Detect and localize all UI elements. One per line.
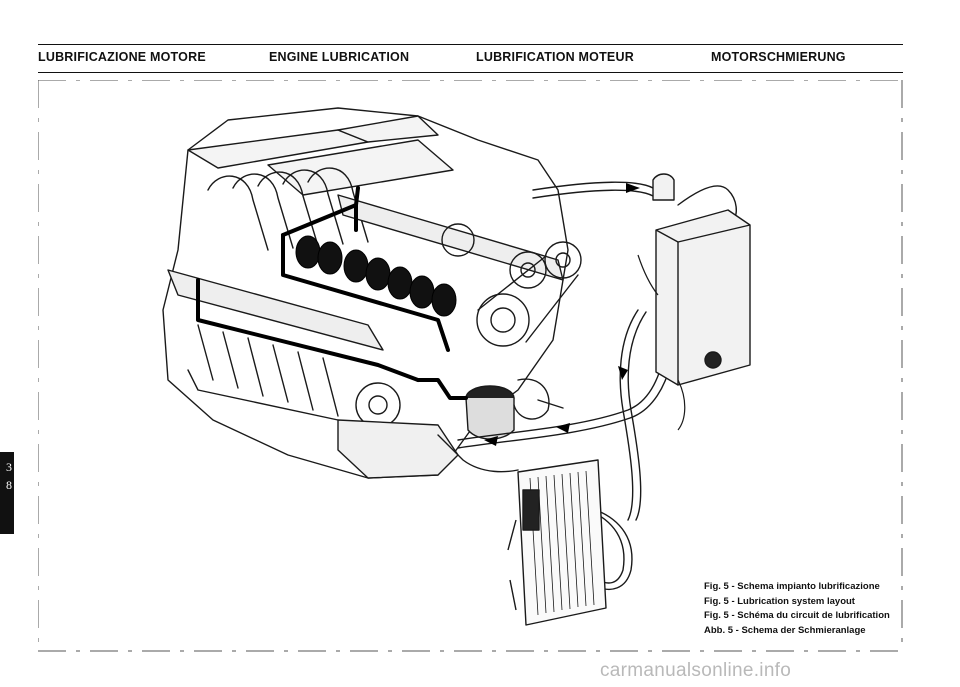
frame-dashed-border (38, 80, 903, 652)
header-title-italian: LUBRIFICAZIONE MOTORE (38, 50, 206, 64)
header-bottom-rule (38, 72, 903, 73)
section-tab-line-2: 8 (6, 478, 12, 492)
caption-french: Fig. 5 - Schéma du circuit de lubrificat… (704, 610, 890, 621)
oil-gallery-bank-a (196, 278, 420, 382)
page-header: LUBRIFICAZIONE MOTORE ENGINE LUBRICATION… (38, 40, 903, 74)
return-hose (457, 359, 664, 441)
header-title-english: ENGINE LUBRICATION (269, 50, 410, 64)
header-top-rule (38, 44, 903, 45)
oil-flow-arrows (484, 183, 640, 446)
caption-german: Abb. 5 - Schema der Schmieranlage (704, 624, 866, 636)
caption-italian: Fig. 5 - Schema impianto lubrificazione (704, 581, 880, 592)
section-tab-line-1: 3 (6, 460, 12, 474)
figure-frame: Fig. 5 - Schema impianto lubrificazione … (38, 80, 903, 652)
main-bearing-journals (295, 235, 457, 317)
header-title-french: LUBRIFICATION MOTEUR (476, 50, 634, 64)
oil-gallery-bank-b (281, 233, 450, 352)
section-tab-marker: 3 8 (0, 452, 14, 534)
figure-caption: Fig. 5 - Schema impianto lubrificazione … (704, 580, 904, 638)
engine-lubrication-illustration (162, 107, 751, 626)
oil-cooler (507, 459, 607, 626)
site-watermark: carmanualsonline.info (600, 660, 792, 681)
header-title-german: MOTORSCHMIERUNG (711, 50, 846, 64)
breather-hose (532, 181, 654, 191)
oil-tank (652, 173, 751, 386)
caption-english: Fig. 5 - Lubrication system layout (704, 595, 855, 607)
